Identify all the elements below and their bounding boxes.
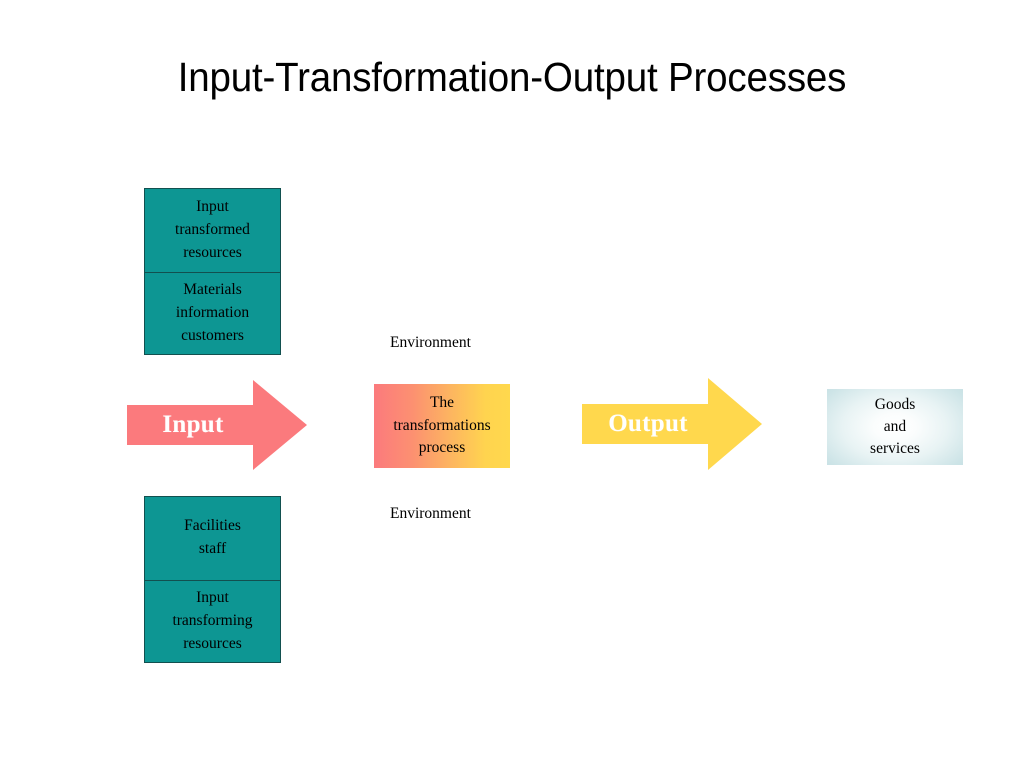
transformation-line: process (418, 439, 466, 457)
transformation-line: transformations (393, 416, 491, 434)
resource-line: transformed (175, 220, 250, 238)
input-arrow-label: Input (162, 411, 224, 438)
input-transforming-resources-cell: Input transforming resources (145, 579, 280, 662)
output-arrow-label: Output (608, 410, 688, 437)
materials-information-customers-cell: Materials information customers (145, 271, 280, 354)
resource-line: Materials (183, 280, 242, 298)
resource-line: information (175, 303, 250, 321)
resource-line: transforming (172, 611, 253, 629)
input-transforming-resources-group: Facilities staff Input transforming reso… (144, 496, 281, 663)
transformation-line: The (429, 394, 455, 412)
facilities-staff-cell: Facilities staff (145, 497, 280, 580)
input-arrow: Input (127, 380, 307, 470)
right-arrow-icon (582, 378, 762, 470)
goods-line: services (870, 440, 920, 458)
environment-label-bottom: Environment (390, 505, 471, 522)
resource-line: customers (181, 326, 244, 344)
input-transformed-resources-cell: Input transformed resources (145, 189, 280, 272)
page-title: Input-Transformation-Output Processes (177, 54, 847, 100)
resource-line: resources (183, 243, 242, 261)
goods-line: and (883, 417, 907, 435)
right-arrow-icon (127, 380, 307, 470)
input-transformed-resources-group: Input transformed resources Materials in… (144, 188, 281, 355)
resource-line: Facilities (184, 517, 241, 535)
resource-line: resources (183, 634, 242, 652)
resource-line: staff (198, 540, 227, 558)
transformation-process-box: The transformations process (374, 384, 510, 468)
goods-and-services-box: Goods and services (827, 389, 963, 465)
goods-line: Goods (874, 395, 916, 413)
environment-label-top: Environment (390, 334, 471, 351)
resource-line: Input (196, 588, 229, 606)
resource-line: Input (196, 197, 229, 215)
output-arrow: Output (582, 378, 762, 470)
